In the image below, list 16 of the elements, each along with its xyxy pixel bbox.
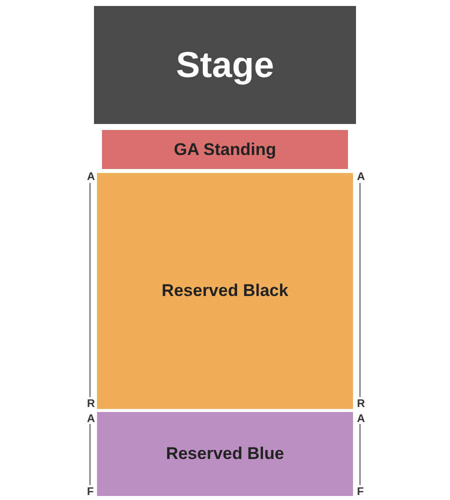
section-name: GA Standing — [174, 140, 276, 160]
row-letter: A — [87, 171, 95, 183]
section-name: Reserved Blue — [166, 444, 284, 464]
seating-section — [97, 412, 353, 496]
row-letter: R — [357, 398, 365, 410]
row-letter: A — [357, 413, 365, 425]
row-letter: A — [357, 171, 365, 183]
section-name: Stage — [176, 44, 274, 86]
seating-section — [97, 173, 353, 409]
section-name: Reserved Black — [162, 281, 288, 301]
row-letter: A — [87, 413, 95, 425]
row-letter: R — [87, 398, 95, 410]
standing-section — [102, 130, 348, 169]
stage-area — [94, 6, 356, 124]
row-letter: F — [357, 486, 364, 498]
row-letter: F — [87, 486, 94, 498]
